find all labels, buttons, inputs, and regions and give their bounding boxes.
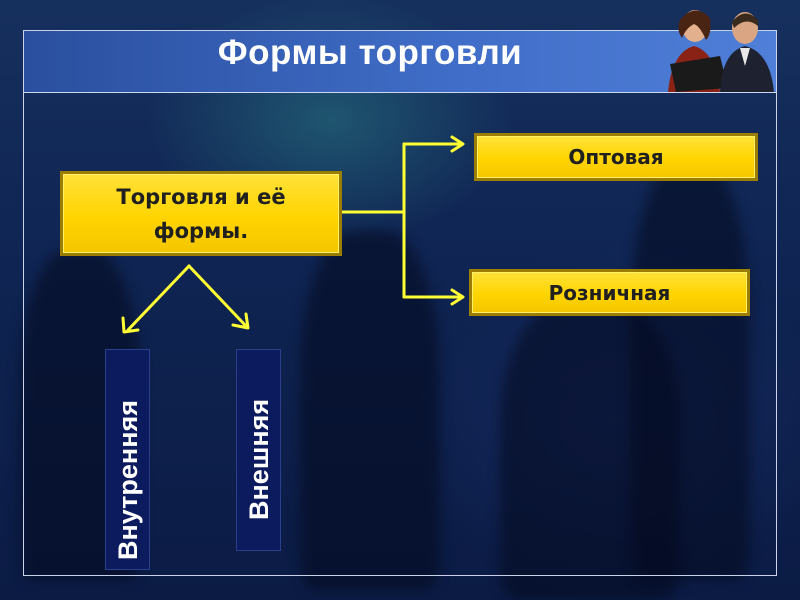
connector-to-vneshnyaya <box>187 264 247 327</box>
arrowhead-vneshnyaya <box>231 312 250 330</box>
arrowhead-roznichnaya <box>450 288 465 306</box>
main-node-label: Торговля и её формы. <box>116 184 286 243</box>
node-optovaya-label: Оптовая <box>568 145 664 169</box>
node-vnutrennyaya: Внутренняя <box>105 349 150 570</box>
main-node: Торговля и её формы. <box>60 171 342 256</box>
title-bar <box>24 31 776 93</box>
node-vneshnyaya-label: Внешняя <box>244 398 274 520</box>
slide-title: Формы торговли <box>217 33 523 72</box>
connector-to-vnutrennyaya <box>126 264 191 332</box>
node-optovaya: Оптовая <box>474 133 758 181</box>
arrowhead-vnutrennyaya <box>121 316 140 334</box>
node-roznichnaya-label: Розничная <box>548 280 671 305</box>
arrowhead-optovaya <box>450 135 465 153</box>
slide-frame <box>23 30 777 576</box>
background-silhouette <box>300 230 440 590</box>
node-vnutrennyaya-label: Внутренняя <box>113 399 143 560</box>
node-roznichnaya: Розничная <box>469 269 750 316</box>
node-vneshnyaya: Внешняя <box>236 349 281 551</box>
business-people-photo-icon <box>668 10 774 92</box>
background-silhouette <box>630 160 750 580</box>
